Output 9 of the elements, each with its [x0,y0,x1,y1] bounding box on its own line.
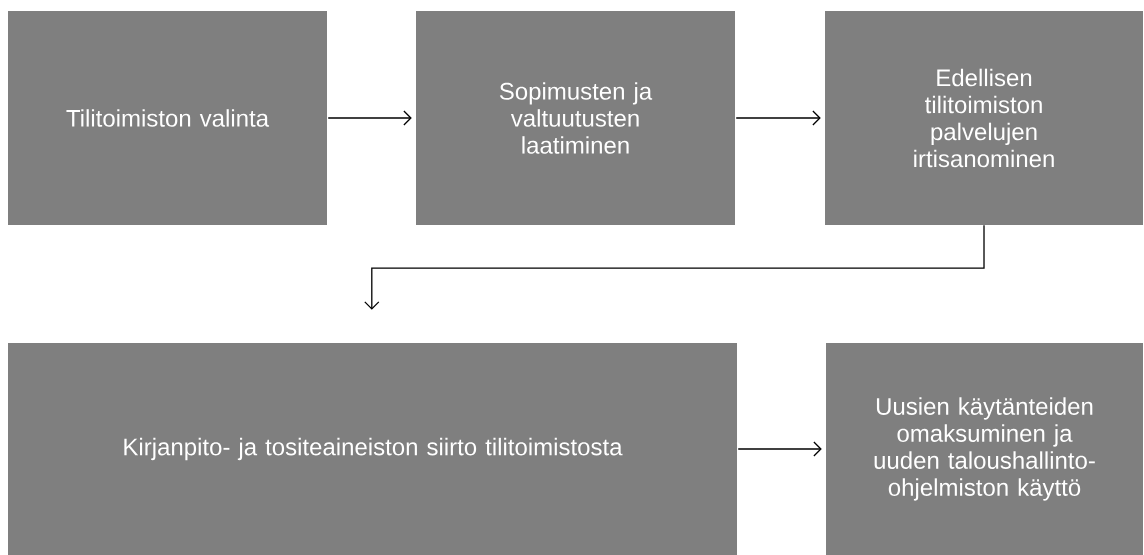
process-box: Kirjanpito- ja tositeaineiston siirto tilitoimistosta [8,343,737,555]
process-box: Tilitoimiston valinta [8,11,327,225]
process-box: Sopimusten ja valtuutusten laatiminen [416,11,735,225]
arrow [327,110,412,126]
process-box: Edellisen tilitoimiston palvelujen irtisanominen [825,11,1143,225]
arrow [735,110,821,126]
process-box: Uusien käytänteiden omaksuminen ja uuden taloushallinto-ohjelmiston käyttö [826,343,1143,555]
arrow [737,441,822,457]
arrow [364,224,985,310]
